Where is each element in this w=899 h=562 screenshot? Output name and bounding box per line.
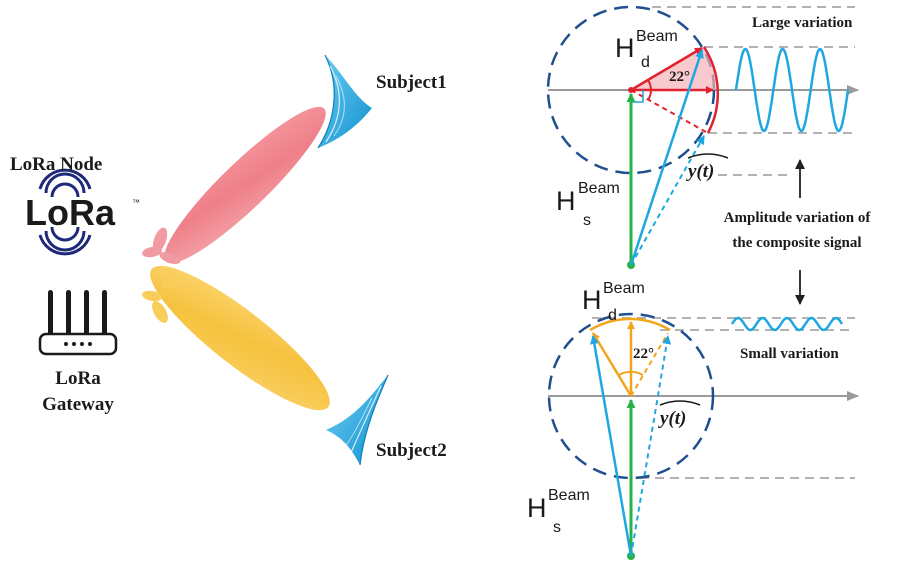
top-right-angle-mark (631, 90, 644, 103)
bottom-hd-vector-left (591, 332, 633, 397)
top-pivot-dot (628, 87, 634, 93)
bottom-dashed-circle (547, 312, 715, 480)
top-hd-sup: Beam (636, 28, 678, 45)
red-side-lobe (142, 246, 162, 258)
top-hs-sup: Beam (578, 180, 620, 197)
small-variation-label: Small variation (740, 346, 839, 362)
lora-logo: LoRa ™ (25, 168, 140, 256)
subject2-dish-icon (326, 374, 389, 466)
bottom-y-label: y(t) (658, 400, 701, 429)
bottom-y-text: y(t) (658, 408, 686, 429)
bottom-hd-sup: Beam (603, 280, 645, 297)
top-rotation-arc (702, 46, 719, 134)
small-sine-wave (730, 316, 844, 332)
lora-node-label: LoRa Node (10, 154, 102, 175)
large-variation-label: Large variation (752, 15, 853, 31)
bottom-resultant-dashed (630, 335, 672, 557)
router-icon (38, 290, 118, 356)
bottom-hs-sup: Beam (548, 487, 590, 504)
red-side-lobe (152, 227, 168, 253)
top-phasor-diagram: H Beam d H Beam s 22° y(t) Large variati… (546, 5, 859, 269)
amplitude-label-line2: the composite signal (732, 235, 861, 251)
top-resultant-dashed (630, 135, 705, 266)
subject1-label: Subject1 (376, 72, 447, 93)
top-hs-main: H (556, 186, 576, 216)
red-main-lobe (164, 106, 326, 264)
large-sine-wave (734, 47, 850, 133)
yellow-beam-pattern (142, 265, 330, 411)
lora-trademark: ™ (132, 198, 140, 207)
left-scene: LoRa ™ LoRa Node LoRa Gateway Subject1 S… (10, 54, 447, 466)
subject2-label: Subject2 (376, 440, 447, 461)
top-hd-sub: d (641, 54, 650, 71)
top-angle-arc (647, 89, 652, 101)
lora-logo-text: LoRa (25, 192, 116, 233)
top-y-text: y(t) (686, 161, 714, 182)
bottom-resultant-solid (589, 335, 633, 557)
bottom-hs-main: H (527, 493, 547, 523)
yellow-side-lobe (142, 290, 162, 302)
yellow-side-lobe (152, 301, 168, 323)
gateway-label-line1: LoRa (55, 368, 101, 389)
top-y-label: y(t) (686, 153, 729, 182)
yellow-main-lobe (150, 265, 330, 411)
amplitude-label-line1: Amplitude variation of (724, 210, 872, 226)
bottom-hs-sub: s (553, 519, 561, 536)
top-hd-vector-up (630, 46, 703, 92)
bottom-rotation-arc (589, 317, 671, 332)
bottom-hd-main: H (582, 285, 602, 315)
top-angle-label: 22° (669, 69, 690, 85)
subject1-dish-icon (317, 54, 372, 149)
top-hd-main: H (615, 33, 635, 63)
top-hs-label: H Beam s (556, 180, 620, 229)
top-angle-sector (631, 47, 716, 90)
bottom-angle-label: 22° (633, 346, 654, 362)
bottom-angle-arc (618, 370, 644, 376)
top-angle-arc (647, 79, 652, 91)
gateway-label-line2: Gateway (42, 394, 114, 415)
red-beam-pattern (142, 106, 326, 265)
bottom-phasor-diagram: H Beam d H Beam s 22° y(t) Small variati… (527, 280, 859, 560)
bottom-hd-sub: d (608, 307, 617, 324)
bottom-hs-label: H Beam s (527, 487, 590, 536)
top-hs-sub: s (583, 212, 591, 229)
bottom-hd-label: H Beam d (582, 280, 645, 324)
red-side-lobe (159, 251, 181, 265)
top-hd-label: H Beam d (615, 28, 678, 71)
yellow-side-lobe (161, 275, 183, 289)
bottom-hd-vector-right (630, 332, 669, 397)
top-resultant-solid (629, 49, 704, 266)
amplitude-annotation: Amplitude variation of the composite sig… (724, 159, 872, 305)
wifi-signal-icon (38, 168, 92, 256)
